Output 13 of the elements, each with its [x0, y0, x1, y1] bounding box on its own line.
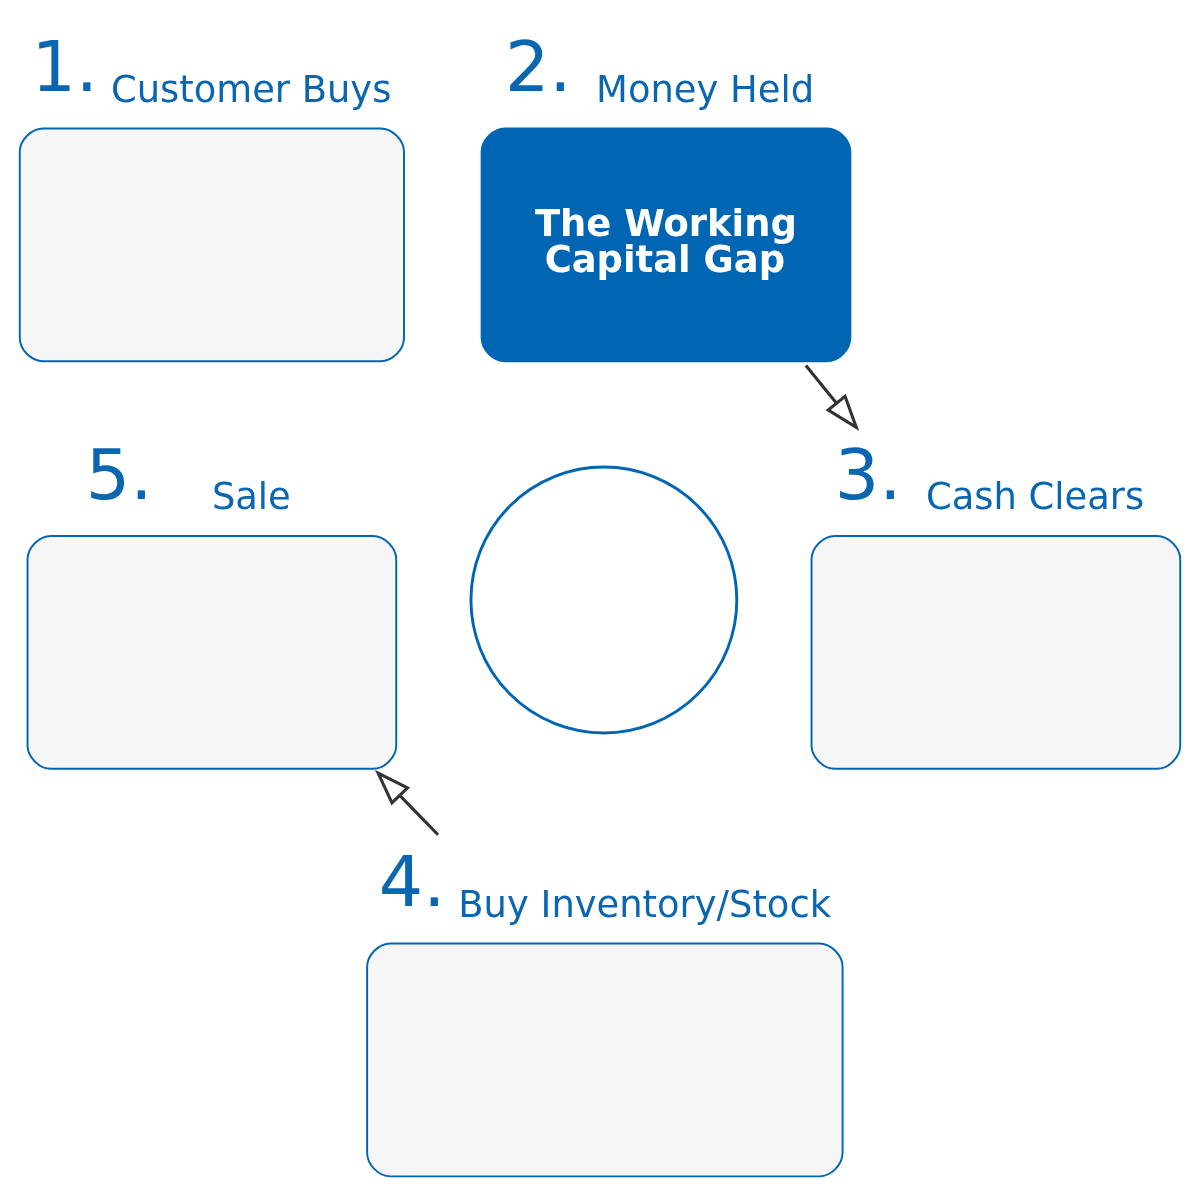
arrow: [374, 769, 440, 836]
node-circle: [469, 465, 739, 735]
node-label: Buy Inventory/Stock: [458, 882, 832, 926]
arrow: [804, 364, 860, 431]
node-label: Cash Clears: [926, 475, 1145, 519]
node-label: 2.: [504, 26, 572, 108]
node-label: Customer Buys: [110, 67, 392, 111]
node-label: 1.: [31, 26, 99, 108]
node-label: 5.: [85, 433, 153, 515]
node-label: Sale: [211, 475, 291, 519]
node-label: Money Held: [596, 67, 815, 111]
node-label: 3.: [834, 433, 902, 515]
node-label: 4.: [378, 841, 446, 923]
